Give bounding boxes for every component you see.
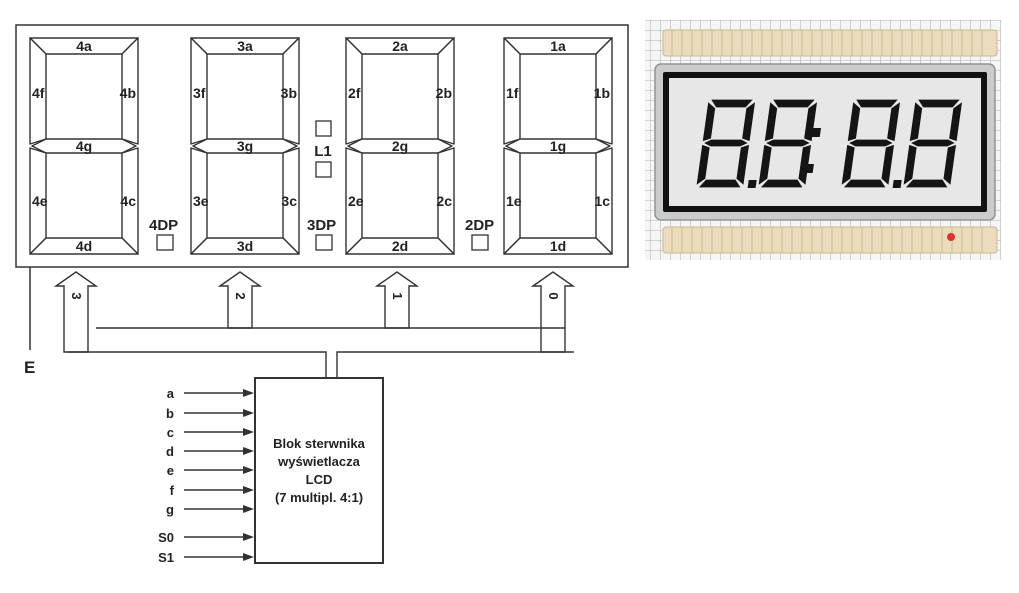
segment-label-1f: 1f (506, 85, 519, 101)
input-arrowhead-d (243, 447, 254, 455)
segment-label-3e: 3e (193, 193, 209, 209)
segment-label-1a: 1a (550, 38, 566, 54)
segment-label-4f: 4f (32, 85, 45, 101)
lcd-photo (645, 20, 1001, 260)
input-arrowhead-g (243, 505, 254, 513)
colon-label: L1 (314, 143, 332, 160)
backplane-label: E (24, 358, 35, 377)
indicator-dot (947, 233, 955, 241)
select-arrow-label-0: 0 (546, 292, 561, 299)
input-arrowhead-f (243, 486, 254, 494)
input-e: e (167, 463, 254, 478)
segment-label-3f: 3f (193, 85, 206, 101)
driver-block-line-1: Blok sterwnika (273, 436, 366, 451)
segment-label-1b: 1b (594, 85, 610, 101)
dp2-segment (472, 235, 488, 250)
driver-block (255, 378, 383, 563)
input-label-d: d (166, 444, 174, 459)
segment-label-4g: 4g (76, 138, 92, 154)
segment-label-4a: 4a (76, 38, 92, 54)
select-arrow-label-2: 2 (233, 292, 248, 299)
segment-label-2a: 2a (392, 38, 408, 54)
input-a: a (167, 386, 254, 401)
select-arrow-label-1: 1 (390, 292, 405, 299)
segment-label-4e: 4e (32, 193, 48, 209)
segment-label-1c: 1c (594, 193, 610, 209)
dp3-label: 3DP (307, 217, 336, 234)
segment-label-2b: 2b (436, 85, 452, 101)
driver-block-line-3: LCD (306, 472, 333, 487)
input-arrowhead-S1 (243, 553, 254, 561)
input-arrows: abcdefgS0S1 (158, 386, 254, 565)
dp2-label: 2DP (465, 217, 494, 234)
input-label-g: g (166, 502, 174, 517)
segment-label-3c: 3c (281, 193, 297, 209)
select-arrows (56, 272, 573, 352)
colon-top-segment (316, 121, 331, 136)
input-S1: S1 (158, 550, 254, 565)
input-label-f: f (170, 483, 175, 498)
segment-label-4d: 4d (76, 238, 92, 254)
segment-label-2f: 2f (348, 85, 361, 101)
segment-label-3g: 3g (237, 138, 253, 154)
input-label-a: a (167, 386, 175, 401)
segment-label-2e: 2e (348, 193, 364, 209)
segment-label-4b: 4b (120, 85, 136, 101)
lcd-colon-top (811, 128, 821, 137)
input-d: d (166, 444, 254, 459)
segment-label-2g: 2g (392, 138, 408, 154)
lcd-colon-bottom (804, 164, 814, 173)
input-arrowhead-b (243, 409, 254, 417)
segment-label-3d: 3d (237, 238, 253, 254)
segment-label-1g: 1g (550, 138, 566, 154)
driver-block-line-2: wyświetlacza (277, 454, 360, 469)
input-label-b: b (166, 406, 174, 421)
segment-label-1e: 1e (506, 193, 522, 209)
lcd-dp-3 (893, 180, 902, 188)
input-label-S1: S1 (158, 550, 174, 565)
dp4-label: 4DP (149, 217, 178, 234)
segment-label-2c: 2c (436, 193, 452, 209)
input-arrowhead-e (243, 466, 254, 474)
input-arrowhead-a (243, 389, 254, 397)
lcd-dp-1 (748, 180, 757, 188)
segment-label-3b: 3b (281, 85, 297, 101)
input-arrowhead-c (243, 428, 254, 436)
input-f: f (170, 483, 254, 498)
input-g: g (166, 502, 254, 517)
pin-strip-bottom (663, 227, 997, 253)
colon-bottom-segment (316, 162, 331, 177)
segment-label-1d: 1d (550, 238, 566, 254)
input-arrowhead-S0 (243, 533, 254, 541)
input-b: b (166, 406, 254, 421)
dp3-segment (316, 235, 332, 250)
segment-label-4c: 4c (120, 193, 136, 209)
dp4-segment (157, 235, 173, 250)
input-label-c: c (167, 425, 174, 440)
segment-label-3a: 3a (237, 38, 253, 54)
select-routing (68, 300, 574, 378)
select-arrow-label-3: 3 (69, 292, 84, 299)
input-c: c (167, 425, 254, 440)
input-label-S0: S0 (158, 530, 174, 545)
driver-block-line-4: (7 multipl. 4:1) (275, 490, 363, 505)
segment-label-2d: 2d (392, 238, 408, 254)
pin-strip-top (663, 30, 997, 56)
input-label-e: e (167, 463, 174, 478)
input-S0: S0 (158, 530, 254, 545)
